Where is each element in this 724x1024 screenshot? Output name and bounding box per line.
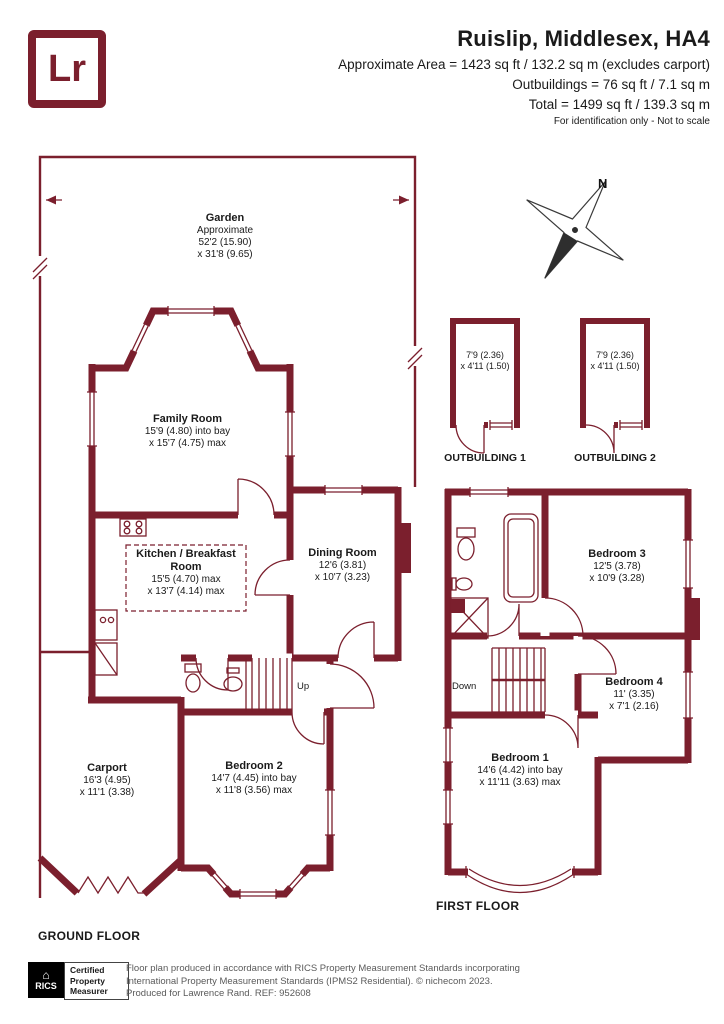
first-floor-walls [443,487,700,876]
ground-floor-label: GROUND FLOOR [38,929,141,943]
outbuilding-1-plan [450,318,520,454]
outbuilding-1-label: OUTBUILDING 1 [444,452,526,464]
first-floor-label: FIRST FLOOR [436,899,520,913]
garden-label: Garden Approximate 52'2 (15.90) x 31'8 (… [196,212,254,260]
rics-certification-badge: Certified Property Measurer [64,962,129,1000]
kitchen-fixtures [94,518,247,676]
rics-logo: ⌂ RICS [28,962,64,998]
approximate-area-line: Approximate Area = 1423 sq ft / 132.2 sq… [338,57,710,72]
bathtub [503,513,539,603]
stairs-down-label: Down [452,681,477,692]
kitchen-dashed-outline [125,544,247,612]
disclaimer-text: For identification only - Not to scale [553,116,710,127]
compass-north-label: N [598,176,608,191]
footer-disclaimer: Floor plan produced in accordance with R… [126,963,520,999]
bedroom-4-label: Bedroom 4 11' (3.35) x 7'1 (2.16) [605,676,663,712]
outbuilding-1-dims: 7'9 (2.36) x 4'11 (1.50) [460,350,510,371]
bedroom-3-label: Bedroom 3 12'5 (3.78) x 10'9 (3.28) [588,548,646,584]
compass-icon [526,181,624,279]
outbuildings-area-line: Outbuildings = 76 sq ft / 7.1 sq m [512,77,710,92]
header: Ruislip, Middlesex, HA4 Approximate Area… [338,26,710,127]
bedroom-1-label: Bedroom 1 14'6 (4.42) into bay x 11'11 (… [477,752,563,788]
shower [449,597,489,639]
carport-opening-zigzag [77,875,144,895]
first-floor-door-arcs [486,597,617,749]
stairs-up-label: Up [297,681,310,692]
outbuilding-2-plan [580,318,650,454]
bathroom-fixtures [449,513,539,639]
family-room-label: Family Room 15'9 (4.80) into bay x 15'7 … [144,413,231,449]
ground-floor-windows [87,306,363,899]
garden-boundary [32,155,423,898]
stairs-up [245,658,293,712]
kitchen-label: Kitchen / Breakfast Room 15'5 (4.70) max… [136,548,236,597]
chimney-breast [396,523,411,573]
rics-house-icon: ⌂ [42,968,50,982]
stairs-down [491,647,546,713]
first-floor-chimney [686,598,700,640]
bedroom-2-label: Bedroom 2 14'7 (4.45) into bay x 11'8 (3… [211,760,297,796]
total-area-line: Total = 1499 sq ft / 139.3 sq m [528,97,710,112]
carport-label: Carport 16'3 (4.95) x 11'1 (3.38) [79,762,135,798]
dining-room-label: Dining Room 12'6 (3.81) x 10'7 (3.23) [308,547,377,583]
bow-window [465,866,575,894]
ground-floor-door-arcs [195,478,375,745]
outbuilding-2-dims: 7'9 (2.36) x 4'11 (1.50) [590,350,640,371]
ground-floor-walls [37,306,411,899]
page-title: Ruislip, Middlesex, HA4 [457,26,710,51]
wc-fixtures [184,663,243,693]
agency-logo-text: Lr [48,48,86,90]
agency-logo: Lr [28,30,106,108]
outbuilding-2-label: OUTBUILDING 2 [574,452,656,464]
first-floor-windows [443,487,693,825]
